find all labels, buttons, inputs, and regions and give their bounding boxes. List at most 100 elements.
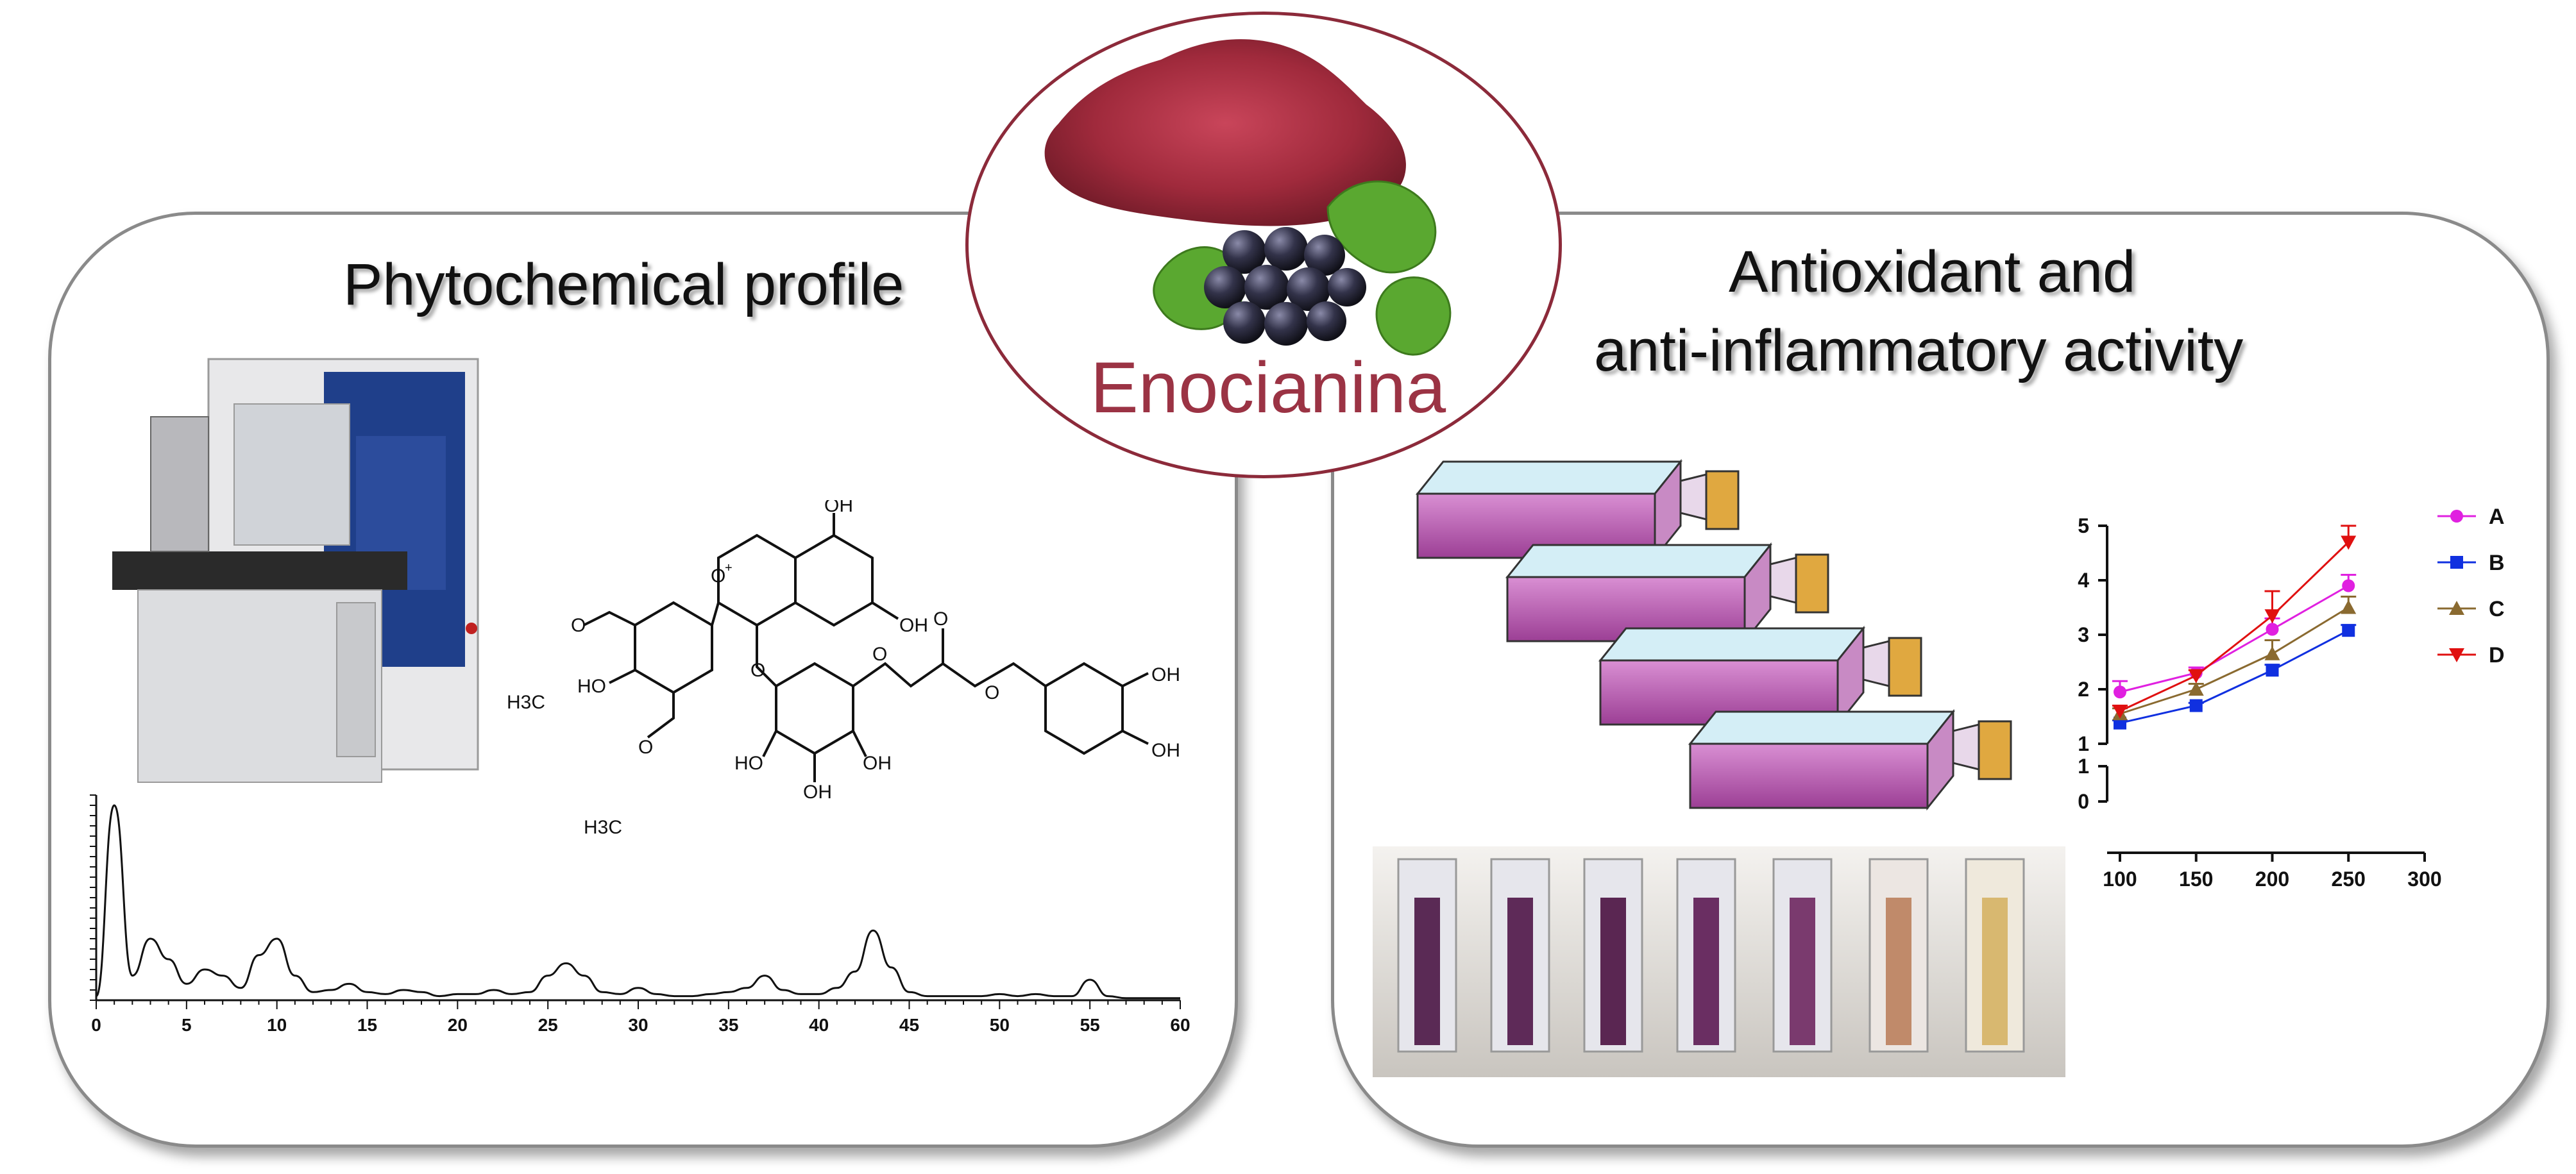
legend-marker [2450, 510, 2463, 523]
data-point [2342, 579, 2355, 592]
ms-counter [112, 551, 407, 590]
x-tick-label: 100 [2103, 868, 2137, 891]
atom-label: OH [863, 753, 892, 774]
bond-caf-oh1 [1122, 672, 1149, 687]
legend-label: A [2489, 505, 2505, 529]
ring-caffeoyl [1044, 662, 1124, 755]
activity-title-line2: anti-inflammatory activity [1594, 318, 2244, 383]
series-line [2119, 541, 2350, 712]
bond-caf-oh2 [1122, 730, 1149, 745]
data-point [2114, 685, 2126, 699]
data-point [2188, 682, 2204, 696]
x-tick-label: 10 [267, 1015, 287, 1035]
atom-label: O [872, 644, 887, 665]
chromatogram-trace [95, 804, 1180, 1000]
data-point [2264, 609, 2280, 624]
grape [1304, 235, 1345, 276]
anthocyanin-structure: OH O + OH H3C O HO O H3C O O O O OH OH H… [507, 500, 1180, 838]
atom-label: O [638, 737, 653, 758]
y-tick-label: 1 [2078, 732, 2089, 755]
enocianina-oval [965, 12, 1562, 478]
grape [1223, 230, 1266, 274]
cuvette [1868, 858, 1929, 1053]
x-tick-label: 25 [538, 1015, 558, 1035]
grape [1264, 227, 1308, 271]
series-line [2119, 607, 2350, 715]
x-tick-label: 45 [899, 1015, 919, 1035]
atom-label: OH [899, 615, 928, 636]
bond-sugar [756, 625, 777, 687]
atom-label: O [711, 566, 725, 587]
series-line [2119, 585, 2349, 693]
x-tick-label: 35 [718, 1015, 738, 1035]
enocianina-label: Enocianina [1090, 348, 1446, 428]
cuvette [1676, 858, 1736, 1053]
phytochemical-title: Phytochemical profile [343, 252, 904, 317]
y-tick-label: 1 [2078, 755, 2089, 778]
ms-ion-source [150, 416, 209, 552]
bond-OH-right [871, 601, 899, 620]
legend-label: B [2489, 551, 2505, 575]
legend-marker [2450, 556, 2463, 569]
x-tick-label: 150 [2179, 868, 2213, 891]
grape [1328, 268, 1366, 306]
atom-label: OH [1151, 664, 1180, 685]
flask [1598, 625, 1922, 728]
grape [1307, 301, 1346, 341]
atom-label: HO [734, 753, 763, 774]
bond-ome1 [583, 610, 636, 626]
atom-label: + [725, 561, 733, 575]
data-point [2266, 623, 2279, 636]
data-point [2341, 600, 2357, 614]
series-C [2112, 596, 2357, 721]
x-tick-label: 55 [1080, 1015, 1100, 1035]
flask [1415, 458, 1740, 561]
sugar-ring [775, 662, 854, 755]
cuvettes-photo [1373, 846, 2065, 1077]
cell-culture-flasks [1415, 458, 2012, 811]
x-tick-label: 60 [1170, 1015, 1190, 1035]
legend-label: C [2489, 597, 2505, 621]
x-tick-label: 300 [2407, 868, 2441, 891]
atom-label: O [933, 608, 948, 630]
data-point [2112, 705, 2128, 719]
grape [1204, 266, 1246, 308]
powder-pile [1044, 39, 1406, 226]
grape [1223, 301, 1266, 344]
series-D [2112, 524, 2357, 719]
x-tick-label: 30 [628, 1015, 648, 1035]
series-line [2119, 629, 2349, 725]
legend-label: D [2489, 643, 2505, 667]
data-point [2188, 669, 2204, 683]
ester-linker [852, 628, 1047, 688]
bond-ho [609, 669, 636, 684]
x-tick-label: 5 [182, 1015, 192, 1035]
x-tick-label: 40 [809, 1015, 829, 1035]
flask [1505, 542, 1829, 644]
cuvette [1490, 858, 1550, 1053]
x-tick-label: 250 [2332, 868, 2366, 891]
data-point [2189, 699, 2203, 712]
atom-label: O [571, 615, 586, 636]
ring-B [634, 601, 713, 694]
flask [1688, 709, 2012, 811]
atom-label: O [985, 682, 999, 703]
cuvette [1772, 858, 1833, 1053]
atom-label: OH [824, 500, 853, 516]
x-tick-label: 50 [990, 1015, 1010, 1035]
ring-A [794, 533, 874, 627]
cuvette [1397, 858, 1457, 1053]
y-tick-label: 0 [2078, 790, 2089, 813]
bond-ome2 [647, 692, 675, 739]
data-point [2266, 664, 2279, 677]
data-point [2342, 624, 2355, 637]
ring-C [717, 533, 797, 627]
leaf-3 [1375, 276, 1452, 356]
atom-label: OH [803, 782, 832, 803]
atom-label: O [750, 660, 765, 681]
x-tick-label: 15 [357, 1015, 377, 1035]
x-tick-label: 200 [2255, 868, 2289, 891]
